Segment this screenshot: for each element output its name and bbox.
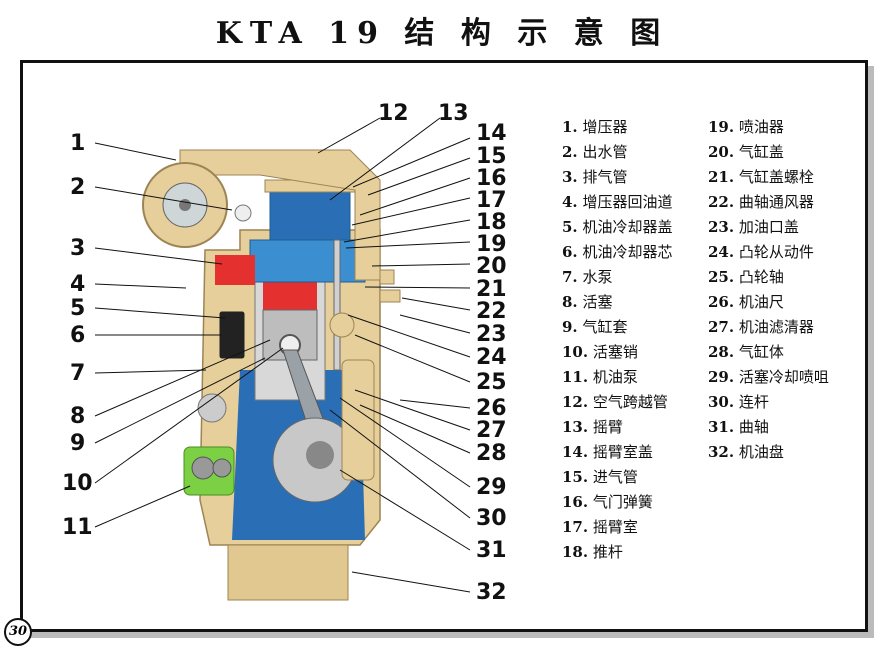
oil-pump-gear-2 — [212, 458, 232, 478]
page-number: 30 — [4, 618, 32, 646]
callout-2: 2 — [70, 175, 85, 200]
camshaft — [329, 312, 355, 338]
legend-item: 18. 推杆 — [562, 543, 623, 561]
legend-item: 3. 排气管 — [562, 168, 628, 186]
oil-pan — [227, 544, 349, 601]
callout-23: 23 — [476, 322, 507, 347]
crankshaft-journal — [306, 441, 334, 469]
diagram-title: KTA 19 结 构 示 意 图 — [215, 16, 669, 51]
legend-item: 30. 连杆 — [708, 393, 769, 411]
callout-18: 18 — [476, 210, 507, 235]
exhaust-manifold — [215, 255, 255, 285]
callout-5: 5 — [70, 296, 85, 321]
callout-7: 7 — [70, 361, 85, 386]
callout-20: 20 — [476, 254, 507, 279]
combustion-chamber — [263, 282, 317, 310]
callout-16: 16 — [476, 166, 507, 191]
legend-item: 7. 水泵 — [562, 268, 613, 286]
callout-19: 19 — [476, 232, 507, 257]
legend-item: 12. 空气跨越管 — [562, 393, 668, 411]
legend-item: 32. 机油盘 — [708, 443, 784, 461]
callout-13: 13 — [438, 101, 469, 126]
turbine-hub — [179, 199, 191, 211]
water-outlet — [234, 204, 252, 222]
legend-item: 13. 摇臂 — [562, 418, 623, 436]
callout-11: 11 — [62, 515, 93, 540]
engine-illustration — [142, 149, 401, 601]
oil-pump-gear — [191, 456, 215, 480]
callout-22: 22 — [476, 299, 507, 324]
legend-item: 11. 机油泵 — [562, 368, 638, 386]
callout-numbers: 1 2 3 4 5 6 7 8 9 10 11 12 13 14 15 16 1… — [62, 101, 507, 605]
legend-item: 2. 出水管 — [562, 143, 628, 161]
legend-item: 17. 摇臂室 — [562, 518, 638, 536]
legend-item: 29. 活塞冷却喷咀 — [708, 368, 829, 386]
cylinder-head — [249, 239, 366, 283]
fill-cap — [379, 269, 395, 285]
callout-32: 32 — [476, 580, 507, 605]
legend-item: 24. 凸轮从动件 — [708, 243, 814, 261]
legend-item: 27. 机油滤清器 — [708, 318, 814, 336]
leader-lines — [94, 117, 471, 593]
callout-8: 8 — [70, 404, 85, 429]
callout-9: 9 — [70, 431, 85, 456]
legend-item: 6. 机油冷却器芯 — [562, 243, 673, 261]
callout-6: 6 — [70, 323, 85, 348]
rocker-housing — [269, 189, 351, 241]
oil-filter — [341, 359, 375, 481]
legend-item: 28. 气缸体 — [708, 343, 784, 361]
legend-item: 5. 机油冷却器盖 — [562, 218, 673, 236]
callout-3: 3 — [70, 236, 85, 261]
legend-item: 21. 气缸盖螺栓 — [708, 168, 814, 186]
legend-item: 16. 气门弹簧 — [562, 493, 653, 511]
legend-item: 10. 活塞销 — [562, 343, 638, 361]
callout-31: 31 — [476, 538, 507, 563]
crankcase-breather — [379, 289, 401, 303]
legend-item: 20. 气缸盖 — [708, 143, 784, 161]
legend-item: 1. 增压器 — [562, 118, 628, 136]
legend-item: 9. 气缸套 — [562, 318, 628, 336]
callout-24: 24 — [476, 345, 507, 370]
callout-17: 17 — [476, 188, 507, 213]
callout-28: 28 — [476, 441, 507, 466]
callout-26: 26 — [476, 396, 507, 421]
legend-item: 15. 进气管 — [562, 468, 638, 486]
legend-item: 19. 喷油器 — [708, 118, 784, 136]
callout-29: 29 — [476, 475, 507, 500]
callout-15: 15 — [476, 144, 507, 169]
legend-item: 4. 增压器回油道 — [562, 193, 673, 211]
legend-item: 22. 曲轴通风器 — [708, 193, 814, 211]
callout-4: 4 — [70, 272, 85, 297]
callout-25: 25 — [476, 370, 507, 395]
legend-item: 23. 加油口盖 — [708, 218, 799, 236]
callout-12: 12 — [378, 101, 409, 126]
legend-item: 8. 活塞 — [562, 293, 613, 311]
callout-30: 30 — [476, 506, 507, 531]
callout-14: 14 — [476, 121, 507, 146]
callout-10: 10 — [62, 471, 93, 496]
legend-item: 26. 机油尺 — [708, 293, 784, 311]
legend-item: 25. 凸轮轴 — [708, 268, 784, 286]
callout-1: 1 — [70, 131, 85, 156]
push-rod — [333, 239, 341, 371]
callout-27: 27 — [476, 418, 507, 443]
legend-item: 31. 曲轴 — [708, 418, 769, 436]
diagram-frame — [20, 60, 868, 632]
callout-21: 21 — [476, 277, 507, 302]
legend-item: 14. 摇臂室盖 — [562, 443, 653, 461]
water-pump — [197, 393, 227, 423]
